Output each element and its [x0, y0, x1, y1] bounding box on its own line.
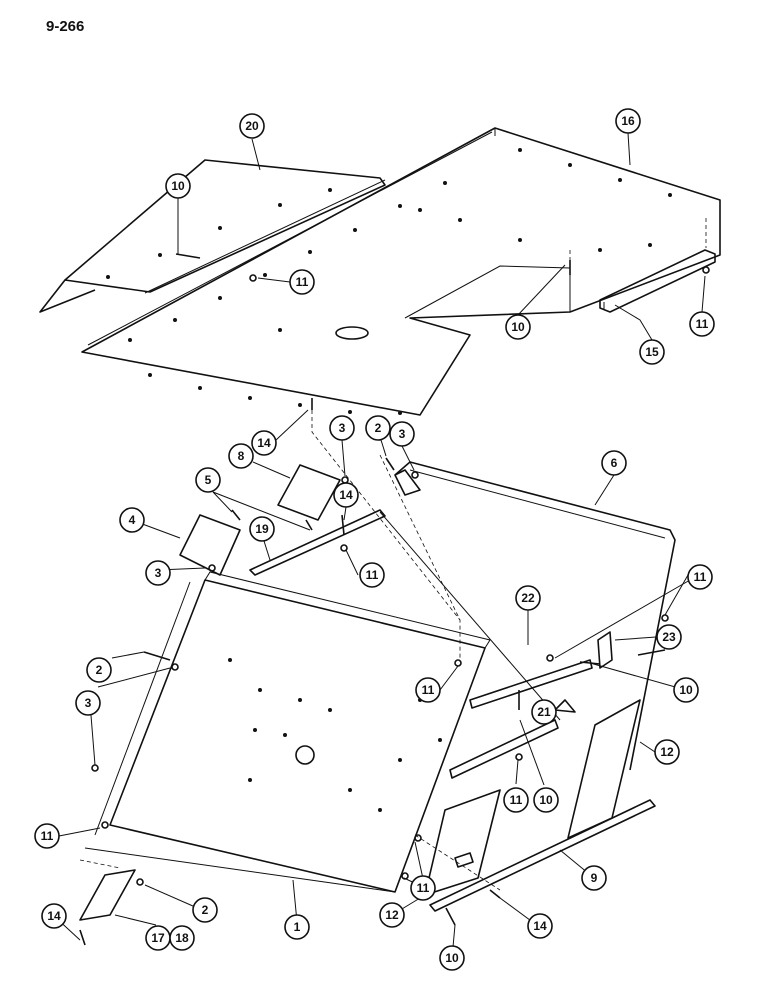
callout-10-text: 10	[445, 951, 459, 965]
callout-2-text: 2	[202, 903, 209, 917]
cover-panel-20	[39, 159, 386, 313]
callout-11-text: 11	[422, 683, 435, 697]
floor-panel-16	[81, 127, 721, 416]
callout-15: 15	[639, 339, 665, 365]
callout-8: 8	[228, 443, 254, 469]
callout-14: 14	[251, 430, 277, 456]
callout-14-text: 14	[533, 919, 547, 933]
callout-3: 3	[389, 421, 415, 447]
callout-11: 11	[359, 562, 385, 588]
callout-11-text: 11	[694, 570, 707, 584]
callout-2: 2	[86, 657, 112, 683]
callout-8-text: 8	[238, 449, 245, 463]
callout-10: 10	[439, 945, 465, 971]
callout-14: 14	[527, 913, 553, 939]
callout-11-text: 11	[366, 568, 379, 582]
callout-11: 11	[34, 823, 60, 849]
callout-22-text: 22	[521, 591, 535, 605]
callout-2-text: 2	[375, 421, 382, 435]
plate-8	[277, 464, 341, 521]
callout-3-text: 3	[399, 427, 406, 441]
callout-9-text: 9	[591, 871, 598, 885]
callout-10-text: 10	[171, 179, 185, 193]
callout-2: 2	[365, 415, 391, 441]
callout-3-text: 3	[339, 421, 346, 435]
callout-11-text: 11	[696, 317, 709, 331]
callout-19: 19	[249, 516, 275, 542]
callout-3: 3	[75, 690, 101, 716]
side-panel-12-lower	[424, 789, 501, 896]
callout-5: 5	[195, 467, 221, 493]
callout-23: 23	[656, 624, 682, 650]
page-number: 9-266	[46, 18, 85, 35]
callout-2: 2	[192, 897, 218, 923]
callout-14-text: 14	[47, 909, 61, 923]
callout-11-text: 11	[296, 275, 309, 289]
callout-10-text: 10	[679, 683, 693, 697]
callout-10: 10	[673, 677, 699, 703]
frame-19	[249, 509, 561, 721]
callout-17: 17	[145, 925, 171, 951]
callout-19-text: 19	[255, 522, 269, 536]
cross-member-21	[449, 719, 559, 779]
rear-panel-6	[394, 461, 676, 771]
callout-14: 14	[41, 903, 67, 929]
callout-18: 18	[169, 925, 195, 951]
callout-10: 10	[533, 787, 559, 813]
callout-1-text: 1	[294, 920, 301, 934]
callout-20: 20	[239, 113, 265, 139]
callout-14-text: 14	[257, 436, 271, 450]
callout-3: 3	[145, 560, 171, 586]
cross-member-22	[469, 659, 593, 709]
callout-11-text: 11	[41, 829, 54, 843]
channel-15	[599, 249, 716, 313]
callout-20-text: 20	[245, 119, 259, 133]
callout-11: 11	[503, 787, 529, 813]
callout-16-text: 16	[621, 114, 635, 128]
callout-10: 10	[165, 173, 191, 199]
plate-4	[179, 514, 241, 576]
callout-11: 11	[289, 269, 315, 295]
bracket-17-18	[79, 869, 136, 921]
callout-21-text: 21	[537, 705, 551, 719]
callout-12: 12	[379, 902, 405, 928]
callout-2-text: 2	[96, 663, 103, 677]
callout-11: 11	[410, 875, 436, 901]
callout-6-text: 6	[611, 456, 618, 470]
side-panel-12-right	[554, 699, 641, 839]
callout-10-text: 10	[511, 320, 525, 334]
callout-16: 16	[615, 108, 641, 134]
callout-4-text: 4	[129, 513, 136, 527]
callout-14: 14	[333, 482, 359, 508]
callout-4: 4	[119, 507, 145, 533]
callout-11: 11	[689, 311, 715, 337]
callout-23-text: 23	[662, 630, 676, 644]
callout-11: 11	[687, 564, 713, 590]
callout-10-text: 10	[539, 793, 553, 807]
callout-3-text: 3	[85, 696, 92, 710]
callout-5-text: 5	[205, 473, 212, 487]
callout-1: 1	[284, 914, 310, 940]
callout-14-text: 14	[339, 488, 353, 502]
callout-12-text: 12	[660, 745, 674, 759]
callout-21: 21	[531, 699, 557, 725]
callout-6: 6	[601, 450, 627, 476]
bracket-23	[597, 631, 613, 669]
callout-11-text: 11	[510, 793, 523, 807]
callout-11-text: 11	[417, 881, 430, 895]
callout-11: 11	[415, 677, 441, 703]
callout-3: 3	[329, 415, 355, 441]
callout-3-text: 3	[155, 566, 162, 580]
hardware	[79, 253, 710, 946]
callout-17-text: 17	[151, 931, 165, 945]
callout-12-text: 12	[385, 908, 399, 922]
callout-15-text: 15	[645, 345, 659, 359]
callout-18-text: 18	[175, 931, 189, 945]
strip-9	[429, 799, 656, 912]
callout-9: 9	[581, 865, 607, 891]
callout-22: 22	[515, 585, 541, 611]
callout-12: 12	[654, 739, 680, 765]
callout-10: 10	[505, 314, 531, 340]
